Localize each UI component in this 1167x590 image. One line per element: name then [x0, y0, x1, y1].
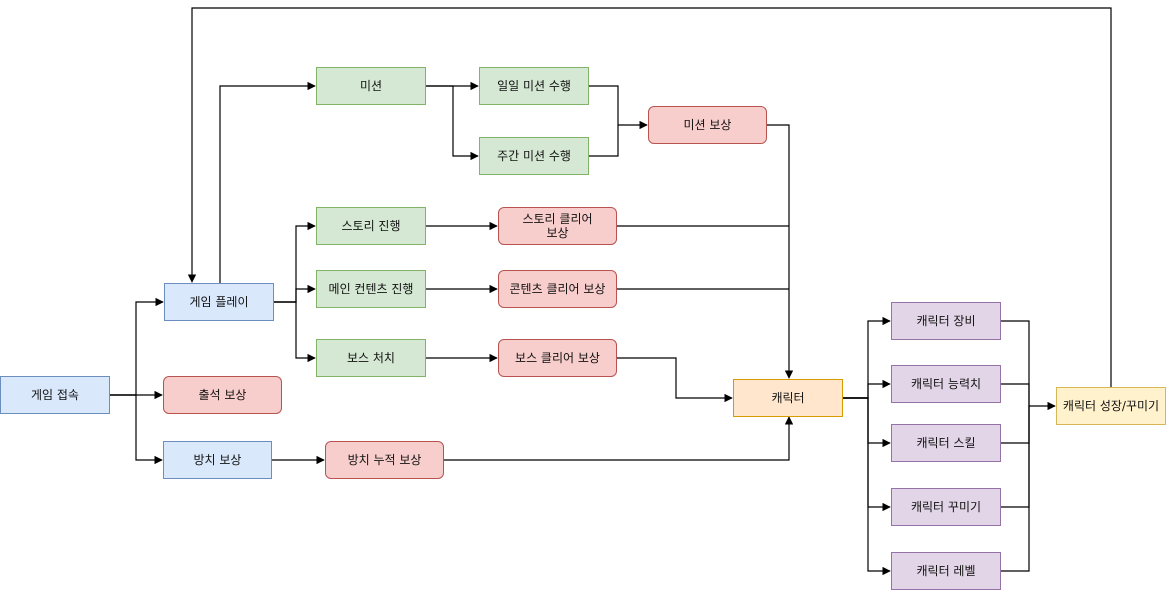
node-char-stats: 캐릭터 능력치 — [891, 365, 1001, 403]
node-char-growth: 캐릭터 성장/꾸미기 — [1056, 387, 1166, 425]
edge-play-to-mission — [219, 81, 316, 283]
node-main-content-progress: 메인 컨텐츠 진행 — [316, 270, 426, 308]
edge-access-to-play — [110, 297, 164, 396]
node-boss-kill: 보스 처치 — [316, 339, 426, 377]
edge-access-to-idle — [110, 394, 163, 465]
node-idle-reward: 방치 보상 — [163, 441, 272, 479]
edge-weekly-to-reward — [589, 125, 619, 157]
node-mission: 미션 — [316, 67, 426, 105]
edge-character-to-skill — [843, 397, 891, 448]
edge-character-to-costume — [843, 397, 891, 512]
edge-stats-to-growth — [1001, 383, 1030, 406]
edge-daily-to-reward — [589, 85, 648, 130]
node-character: 캐릭터 — [733, 379, 843, 417]
node-attendance-reward: 출석 보상 — [163, 376, 282, 414]
edge-accum-to-character — [443, 416, 794, 461]
edge-boss-reward-to-character — [617, 357, 733, 403]
node-boss-clear-reward: 보스 클리어 보상 — [498, 339, 617, 377]
node-char-equipment: 캐릭터 장비 — [891, 302, 1001, 340]
edge-play-to-main — [274, 284, 316, 303]
node-char-costume: 캐릭터 꾸미기 — [891, 488, 1001, 526]
node-daily-mission: 일일 미션 수행 — [479, 67, 589, 105]
node-game-access: 게임 접속 — [0, 376, 110, 414]
edge-character-to-level — [843, 397, 891, 576]
edge-play-to-boss — [274, 301, 316, 363]
edge-play-to-story — [274, 221, 316, 303]
node-weekly-mission: 주간 미션 수행 — [479, 137, 589, 175]
edge-character-to-equipment — [843, 316, 891, 399]
node-mission-reward: 미션 보상 — [648, 106, 767, 144]
edge-level-to-growth — [1001, 401, 1056, 572]
edge-growth-to-play-loop — [187, 7, 1112, 387]
node-game-play: 게임 플레이 — [164, 283, 274, 321]
edge-costume-to-growth — [1001, 406, 1030, 508]
edge-mission-to-weekly — [426, 85, 479, 161]
node-story-progress: 스토리 진행 — [316, 207, 426, 245]
node-content-clear-reward: 콘텐츠 클리어 보상 — [498, 270, 617, 308]
node-story-clear-reward: 스토리 클리어 보상 — [498, 207, 617, 245]
node-char-skill: 캐릭터 스킬 — [891, 424, 1001, 462]
edge-mission-reward-to-character — [767, 124, 794, 379]
edge-equipment-to-growth — [1001, 320, 1030, 406]
edge-skill-to-growth — [1001, 406, 1030, 444]
node-char-level: 캐릭터 레벨 — [891, 552, 1001, 590]
node-idle-accum-reward: 방치 누적 보상 — [325, 441, 444, 479]
edge-character-to-stats — [843, 379, 891, 399]
